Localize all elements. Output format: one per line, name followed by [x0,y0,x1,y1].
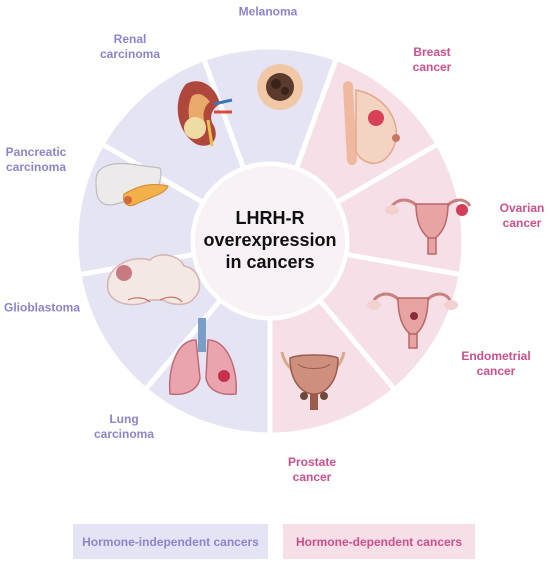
prostate-bladder-icon [280,351,346,410]
brain-tumor-icon [106,254,201,306]
center-title: LHRH-R overexpression in cancers [195,195,345,285]
legend-hormone-independent: Hormone-independent cancers [73,524,268,559]
lungs-tumor-icon [168,318,237,396]
center-circle [191,162,349,320]
uterus-endometrium-tumor-icon [367,292,458,349]
label-melanoma: Melanoma [238,4,298,19]
kidney-tumor-icon [177,81,233,147]
legend-hormone-dependent: Hormone-dependent cancers [283,524,475,559]
breast-tumor-icon [343,81,400,165]
label-glioblastoma: Glioblastoma [3,300,81,315]
cancer-wheel [75,46,472,435]
legend-hormone-independent-label: Hormone-independent cancers [82,534,259,549]
legend-hormone-dependent-label: Hormone-dependent cancers [295,534,463,549]
center-title-line-2: overexpression [203,230,337,250]
uterus-ovary-tumor-icon [385,198,472,255]
melanoma-mole-icon [257,64,303,110]
pancreas-icon [95,162,169,207]
center-title-line-1: LHRH-R [235,208,305,228]
center-title-line-3: in cancers [225,252,315,272]
